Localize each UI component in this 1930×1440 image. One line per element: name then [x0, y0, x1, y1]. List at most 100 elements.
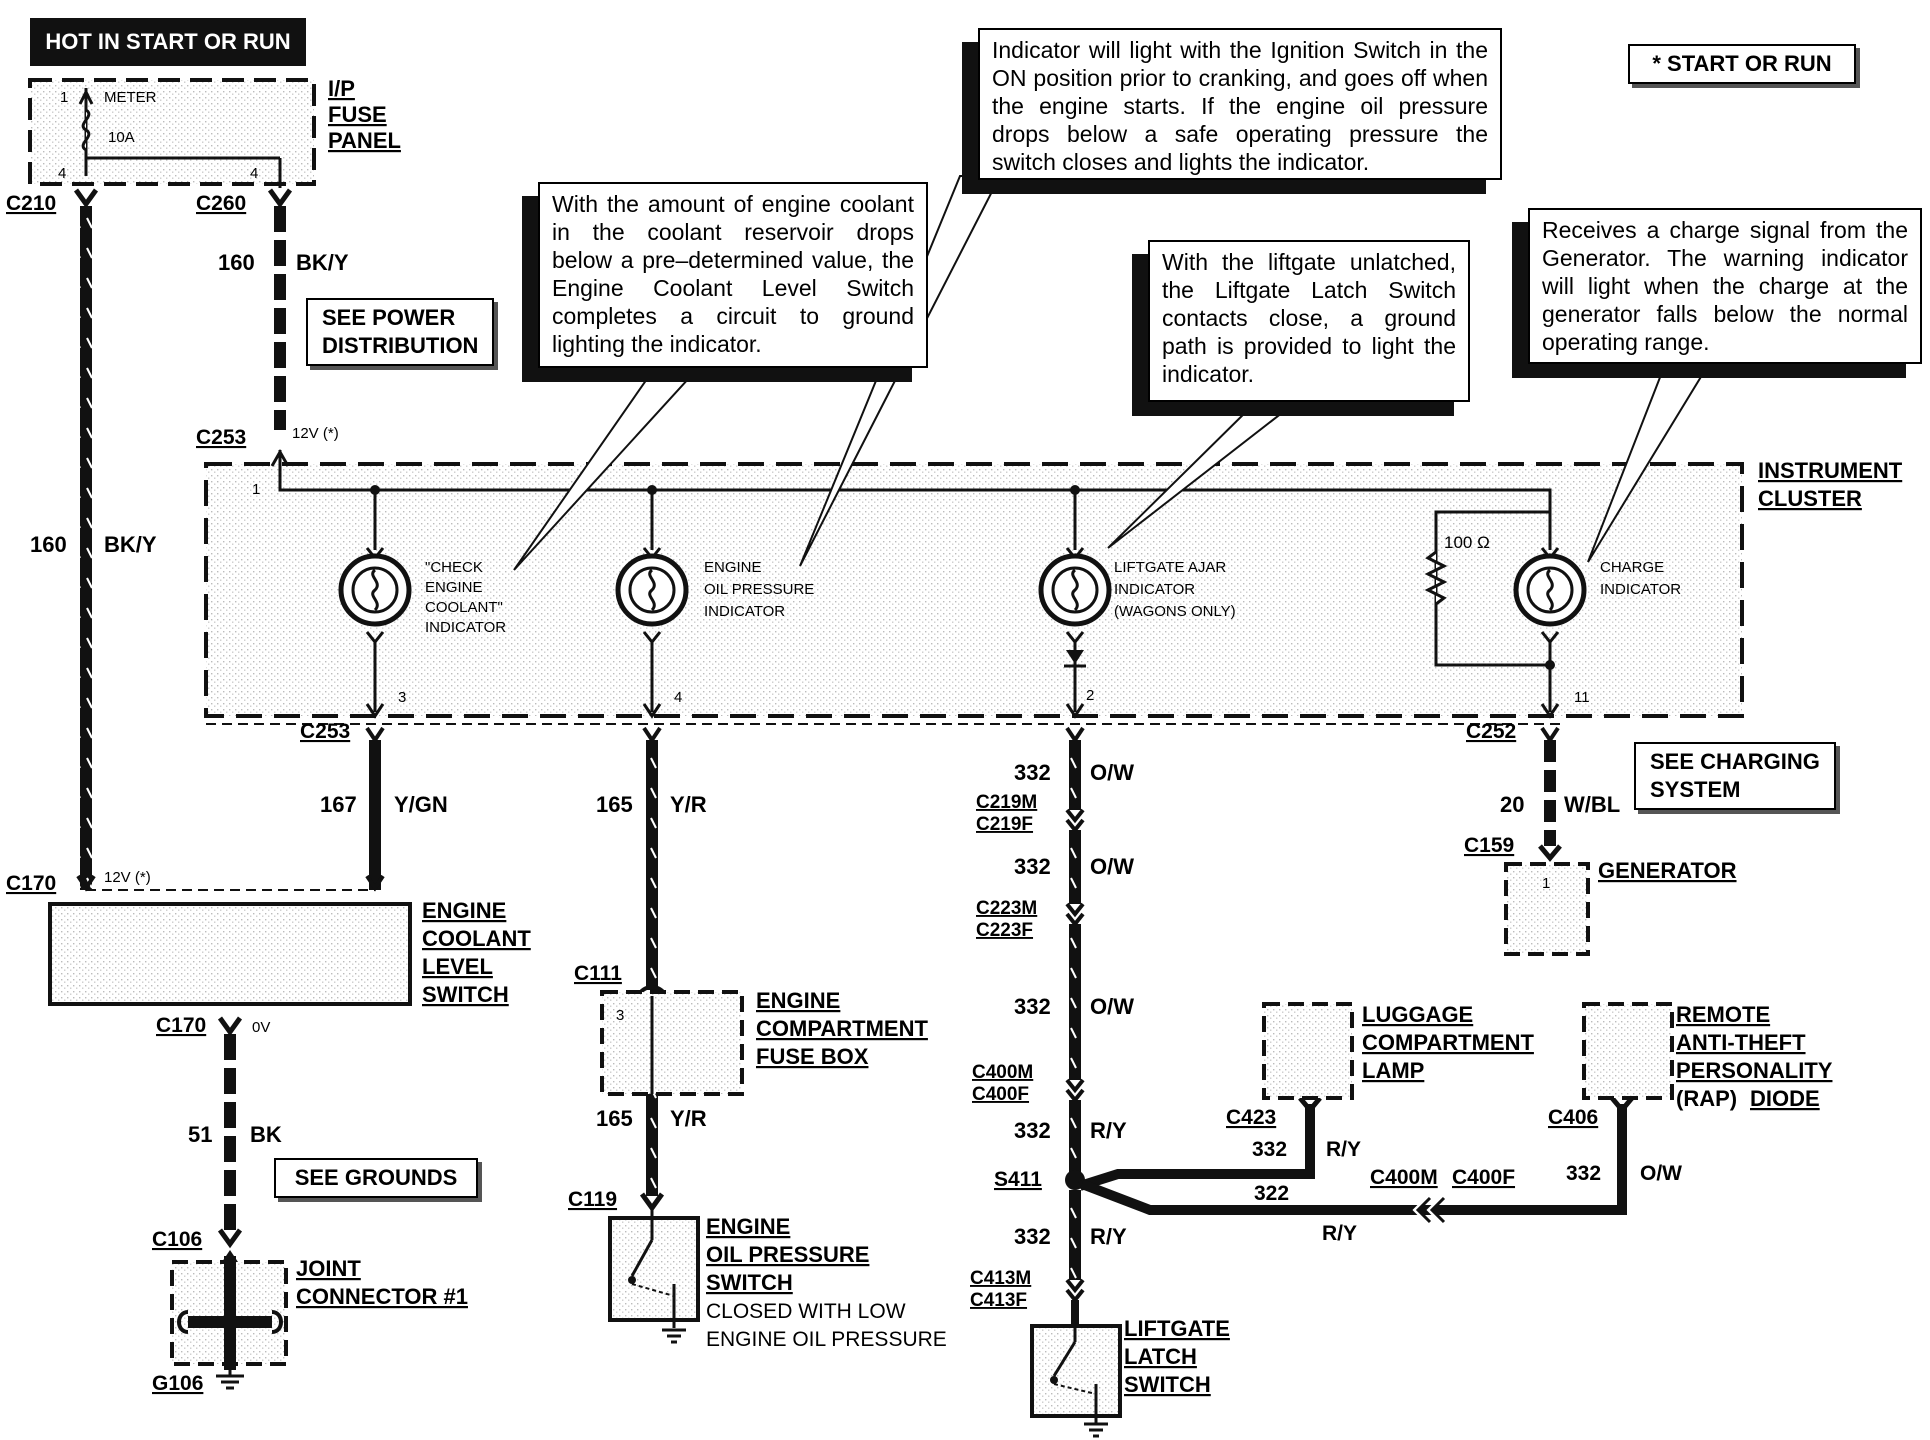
see-power-distribution: SEE POWER DISTRIBUTION	[306, 298, 494, 366]
c406-label: C406	[1548, 1106, 1598, 1129]
wire-167-color: Y/GN	[394, 792, 448, 817]
ind1-label-1: "CHECK	[425, 559, 483, 576]
cluster-label-1: INSTRUMENT	[1758, 458, 1903, 483]
c223m-label: C223M	[976, 898, 1037, 919]
wire-332e-number: 332	[1252, 1138, 1287, 1161]
fuse-panel-box	[28, 78, 316, 186]
wire-332-c	[1069, 924, 1081, 1080]
c400f-label: C400F	[972, 1084, 1029, 1105]
wire-160-left-number: 160	[30, 532, 67, 557]
c253-bottom-label: C253	[300, 720, 350, 743]
see-charging-line-1: SEE CHARGING	[1650, 749, 1820, 774]
engine-compartment-fuse-box	[600, 990, 744, 1096]
generator-label: GENERATOR	[1598, 858, 1737, 883]
c223f-label: C223F	[976, 920, 1033, 941]
wire-332c-number: 332	[1014, 994, 1051, 1019]
c400m-b-label: C400M	[1370, 1166, 1438, 1189]
c423-label: C423	[1226, 1106, 1276, 1129]
ind3-label-1: LIFTGATE AJAR	[1114, 559, 1226, 576]
rap-label-4b: DIODE	[1750, 1086, 1820, 1111]
see-charging-line-2: SYSTEM	[1650, 777, 1741, 802]
c260-connector-icon	[267, 188, 293, 209]
wire-160-top-number: 160	[218, 250, 255, 275]
wire-165-number: 165	[596, 792, 633, 817]
ind4-label-2: INDICATOR	[1600, 581, 1681, 598]
ind1-label-3: COOLANT"	[425, 599, 503, 616]
wire-332-d	[1069, 1100, 1081, 1180]
wire-332b-color: O/W	[1090, 854, 1134, 879]
ecfb-label-2: COMPARTMENT	[756, 1016, 928, 1041]
wire-51-color: BK	[250, 1122, 282, 1147]
wire-332d-number: 332	[1014, 1118, 1051, 1143]
c210-label: C210	[6, 192, 56, 215]
wire-332f-number: 332	[1014, 1224, 1051, 1249]
wire-332a-number: 332	[1014, 760, 1051, 785]
fuse-panel-label-1: I/P	[328, 76, 355, 101]
rap-label-3: PERSONALITY	[1676, 1058, 1833, 1083]
oil-switch-note-2: ENGINE OIL PRESSURE	[706, 1328, 947, 1351]
coolant-note: With the amount of engine coolant in the…	[538, 182, 928, 368]
wire-332b-number: 332	[1014, 854, 1051, 879]
oil-pressure-note: Indicator will light with the Ignition S…	[978, 28, 1502, 180]
ind4-label-1: CHARGE	[1600, 559, 1664, 576]
fuse-amps: 10A	[108, 129, 135, 146]
s411-label: S411	[994, 1168, 1042, 1191]
ind2-pin: 4	[674, 689, 682, 706]
c219m-label: C219M	[976, 792, 1037, 813]
generator-box	[1504, 862, 1590, 956]
ground-g106-icon	[216, 1364, 244, 1390]
luggage-lamp-box	[1262, 1002, 1354, 1100]
meter-label: METER	[104, 89, 157, 106]
wire-332c-color: O/W	[1090, 994, 1134, 1019]
luggage-label-2: COMPARTMENT	[1362, 1030, 1534, 1055]
rap-label-4a: (RAP)	[1676, 1086, 1737, 1111]
ind1-label-4: INDICATOR	[425, 619, 506, 636]
liftgate-label-3: SWITCH	[1124, 1372, 1211, 1397]
c159-label: C159	[1464, 834, 1514, 857]
generator-pin: 1	[1542, 875, 1550, 892]
wire-51-number: 51	[188, 1122, 212, 1147]
ecfb-label-1: ENGINE	[756, 988, 840, 1013]
ind1-pin: 3	[398, 689, 406, 706]
oil-indicator-lamp-icon	[615, 547, 689, 645]
fuse-pin-in: 1	[60, 89, 68, 106]
oil-switch-label-3: SWITCH	[706, 1270, 793, 1295]
ind1-label-2: ENGINE	[425, 579, 483, 596]
coolant-switch-label-1: ENGINE	[422, 898, 506, 923]
wire-160-left	[80, 206, 92, 890]
instrument-cluster-box	[204, 462, 1744, 718]
wire-165-upper	[646, 740, 658, 990]
c210-connector-icon	[73, 188, 99, 209]
rap-label-1: REMOTE	[1676, 1002, 1770, 1027]
liftgate-note-pointer	[1107, 401, 1299, 549]
c400f-b-label: C400F	[1452, 1166, 1515, 1189]
coolant-switch-label-3: LEVEL	[422, 954, 493, 979]
wire-332d-color: R/Y	[1090, 1118, 1127, 1143]
oil-pressure-switch-box	[608, 1216, 700, 1322]
c400m-label: C400M	[972, 1062, 1033, 1083]
c260-label: C260	[196, 192, 246, 215]
fuse-pin-a: 4	[58, 165, 66, 182]
c170-top-label: C170	[6, 872, 56, 895]
wire-322	[1080, 1104, 1627, 1215]
joint-connector-icon	[177, 1250, 283, 1370]
charge-note: Receives a charge signal from the Genera…	[1528, 208, 1922, 364]
liftgate-label-1: LIFTGATE	[1124, 1316, 1230, 1341]
luggage-label-3: LAMP	[1362, 1058, 1424, 1083]
see-power-line-1: SEE POWER	[322, 305, 456, 330]
wire-332f-color: R/Y	[1090, 1224, 1127, 1249]
c106-label: C106	[152, 1228, 202, 1251]
liftgate-note: With the liftgate unlatched, the Liftgat…	[1148, 240, 1470, 402]
see-charging-system: SEE CHARGING SYSTEM	[1634, 742, 1836, 810]
ind3-pin: 2	[1086, 687, 1094, 704]
joint-label-1: JOINT	[296, 1256, 361, 1281]
rap-diode-box	[1582, 1002, 1674, 1100]
resistor-label: 100 Ω	[1444, 533, 1490, 552]
coolant-switch-label-2: COOLANT	[422, 926, 531, 951]
ind2-label-1: ENGINE	[704, 559, 762, 576]
start-or-run-legend: * START OR RUN	[1628, 44, 1856, 84]
ground-voltage: 0V	[252, 1019, 270, 1036]
liftgate-switch-contact-icon	[1050, 1326, 1108, 1438]
see-grounds: SEE GROUNDS	[274, 1158, 478, 1198]
